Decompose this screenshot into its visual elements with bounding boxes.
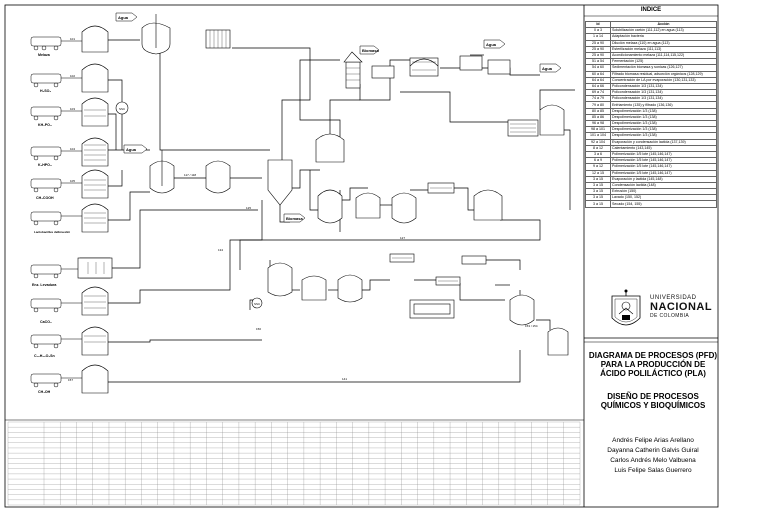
tag-agua-1: Agua <box>118 15 129 20</box>
drawing-title: DIAGRAMA DE PROCESOS (PFD) PARA LA PRODU… <box>588 351 718 378</box>
stream-104: 104 <box>70 147 75 151</box>
feed-label-lactobacillus: Lactobacillus delbrueckii <box>34 230 70 234</box>
feed-label-h2so4: H₂SO₄ <box>40 89 51 93</box>
stream-117: 117 / 118 <box>184 173 196 177</box>
stream-105: 105 <box>70 179 75 183</box>
stream-153: 153 / 154 <box>525 324 538 328</box>
equipment <box>77 14 569 356</box>
author-name: Luis Felipe Salas Guerrero <box>614 467 692 474</box>
tag-agua-4: Agua <box>542 66 553 71</box>
logo-line-2: NACIONAL <box>650 301 713 313</box>
tag-agua-3: Agua <box>486 42 497 47</box>
feed-label-catalyst: C₁₆H₃₀O₄Sn <box>34 354 55 358</box>
sheet-border <box>4 4 719 508</box>
logo-line-1: UNIVERSIDAD <box>650 295 697 301</box>
tag-ssc-1: SSC <box>119 107 126 111</box>
index-cell-id: 3 a 15 <box>585 200 611 208</box>
stream-157: 157 <box>68 378 73 382</box>
stream-150: 150 <box>256 327 261 331</box>
feed-label-enzyme: Enz. Levadura <box>32 283 57 287</box>
course-title: DISEÑO DE PROCESOS QUÍMICOS Y BIOQUÍMICO… <box>600 392 706 410</box>
feed-label-kh2po4: KH₂PO₄ <box>38 123 52 127</box>
stream-134: 134 <box>218 248 223 252</box>
stream-tags: Agua Agua Agua Agua Biomasa Biomasa SSC … <box>68 12 562 382</box>
feed-label-caco3: CaCO₃ <box>40 320 52 324</box>
stream-141: 141 <box>342 377 347 381</box>
stream-101: 101 <box>70 37 75 41</box>
unal-logo-text: UNIVERSIDAD NACIONAL DE COLOMBIA <box>650 295 740 319</box>
feed-label-k2hpo4: K₂HPO₄ <box>38 163 52 167</box>
author-name: Andrés Felipe Arias Arellano <box>612 437 694 444</box>
stream-103: 103 <box>70 107 75 111</box>
unal-logo-seal <box>611 289 641 326</box>
index-cell-accion: Secado (154, 155) <box>610 200 717 208</box>
feed-label-ch3cooh: CH₃COOH <box>36 196 54 200</box>
process-lines <box>108 26 575 383</box>
tag-biomasa-1: Biomasa <box>362 48 379 53</box>
tag-agua-2: Agua <box>126 147 137 152</box>
stream-125: 125 <box>246 206 251 210</box>
author-name: Dayanna Catherin Galvis Guiral <box>607 447 699 454</box>
feed-label-melaza: Melaza <box>38 53 51 57</box>
feed-column: Melaza H₂SO₄ KH₂PO₄ K₂HPO₄ CH₃COOH Lacto… <box>30 25 111 394</box>
authors-block: Andrés Felipe Arias Arellano Dayanna Cat… <box>588 436 718 476</box>
stream-127: 127 <box>400 236 405 240</box>
stream-table <box>7 421 581 506</box>
logo-line-3: DE COLOMBIA <box>650 313 690 319</box>
tag-ssc-2: SSC <box>254 302 261 306</box>
index-cell-accion: Filtrado biomasa residual, adsorción org… <box>610 70 717 78</box>
tag-biomasa-2: Biomasa <box>286 216 303 221</box>
author-name: Carlos Andrés Melo Valbuena <box>610 457 696 464</box>
stream-102: 102 <box>70 74 75 78</box>
feed-label-ch3oh: CH₃OH <box>38 390 51 394</box>
index-title: INDICE <box>640 7 662 13</box>
